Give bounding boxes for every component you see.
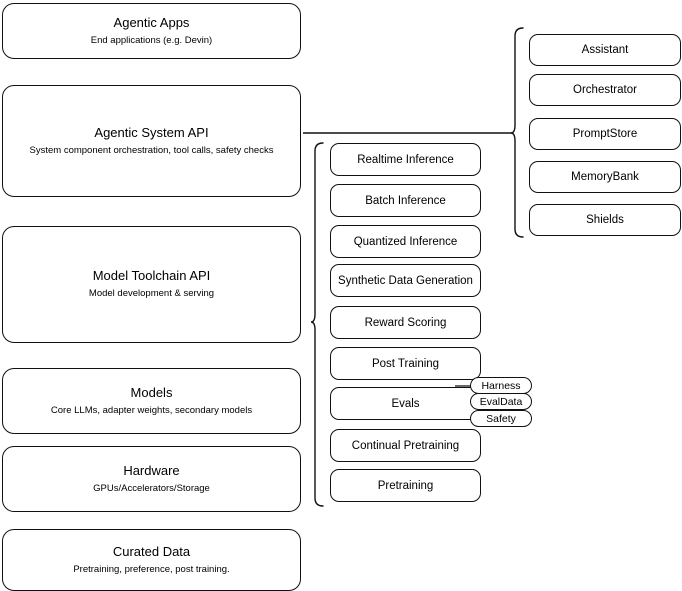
capability-pill-post-training[interactable]: Post Training — [330, 347, 481, 380]
component-pill-assistant[interactable]: Assistant — [529, 34, 681, 66]
layer-title: Model Toolchain API — [92, 268, 211, 283]
layer-box-hardware[interactable]: Hardware GPUs/Accelerators/Storage — [2, 446, 301, 512]
layer-subtitle: System component orchestration, tool cal… — [29, 144, 274, 156]
capability-pill-continual-pretraining[interactable]: Continual Pretraining — [330, 429, 481, 462]
eval-label: Safety — [486, 412, 516, 425]
bracket-middle-column — [310, 142, 324, 507]
capability-label: Batch Inference — [365, 194, 446, 207]
component-pill-promptstore[interactable]: PromptStore — [529, 118, 681, 150]
eval-pill-safety[interactable]: Safety — [470, 410, 532, 427]
component-pill-shields[interactable]: Shields — [529, 204, 681, 236]
component-pill-memorybank[interactable]: MemoryBank — [529, 161, 681, 193]
component-label: PromptStore — [572, 128, 638, 140]
component-label: MemoryBank — [571, 171, 639, 183]
layer-box-model-toolchain-api[interactable]: Model Toolchain API Model development & … — [2, 226, 301, 343]
component-pill-orchestrator[interactable]: Orchestrator — [529, 74, 681, 106]
layer-title: Hardware — [123, 462, 180, 478]
capability-pill-pretraining[interactable]: Pretraining — [330, 469, 481, 502]
capability-label: Evals — [391, 397, 420, 410]
layer-box-models[interactable]: Models Core LLMs, adapter weights, secon… — [2, 368, 301, 434]
layer-subtitle: Core LLMs, adapter weights, secondary mo… — [50, 404, 253, 416]
layer-title: Models — [130, 384, 173, 400]
capability-pill-batch-inference[interactable]: Batch Inference — [330, 184, 481, 217]
component-label: Orchestrator — [573, 84, 637, 96]
layer-subtitle: GPUs/Accelerators/Storage — [93, 482, 210, 494]
component-label: Assistant — [581, 44, 629, 56]
capability-label: Synthetic Data Generation — [338, 274, 473, 287]
bracket-right-column — [510, 27, 524, 238]
layer-title: Curated Data — [112, 543, 191, 559]
capability-label: Continual Pretraining — [351, 439, 460, 452]
capability-label: Post Training — [371, 357, 440, 370]
layer-box-curated-data[interactable]: Curated Data Pretraining, preference, po… — [2, 529, 301, 591]
eval-pill-harness[interactable]: Harness — [470, 377, 532, 394]
eval-label: EvalData — [479, 395, 523, 408]
eval-pill-evaldata[interactable]: EvalData — [470, 393, 532, 410]
capability-label: Pretraining — [377, 479, 434, 492]
layer-box-agentic-apps[interactable]: Agentic Apps End applications (e.g. Devi… — [2, 3, 301, 59]
capability-label: Reward Scoring — [364, 316, 447, 329]
layer-box-agentic-system-api[interactable]: Agentic System API System component orch… — [2, 85, 301, 197]
capability-pill-reward-scoring[interactable]: Reward Scoring — [330, 306, 481, 339]
layer-title: Agentic Apps — [113, 14, 190, 30]
capability-pill-realtime-inference[interactable]: Realtime Inference — [330, 143, 481, 176]
eval-label: Harness — [481, 379, 521, 392]
layer-subtitle: Pretraining, preference, post training. — [73, 563, 230, 575]
capability-pill-synthetic-data-generation[interactable]: Synthetic Data Generation — [330, 264, 481, 297]
layer-title: Agentic System API — [94, 124, 209, 140]
capability-pill-quantized-inference[interactable]: Quantized Inference — [330, 225, 481, 258]
capability-label: Realtime Inference — [357, 153, 454, 166]
capability-pill-evals[interactable]: Evals — [330, 387, 481, 420]
capability-label: Quantized Inference — [353, 235, 458, 248]
layer-subtitle: Model development & serving — [88, 288, 215, 299]
component-label: Shields — [586, 214, 624, 226]
layer-subtitle: End applications (e.g. Devin) — [90, 34, 213, 46]
